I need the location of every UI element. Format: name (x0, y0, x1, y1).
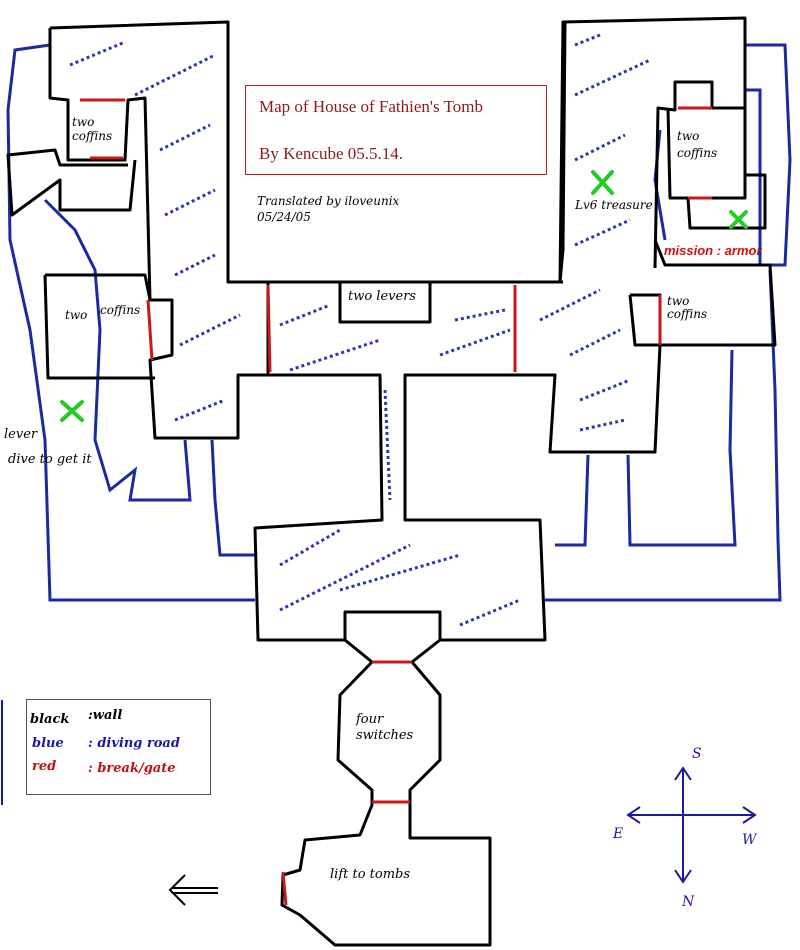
label-two-levers: two levers (348, 289, 417, 304)
label-two-coffins-mr: two (667, 294, 690, 308)
legend-key-blue: blue (32, 736, 64, 751)
label-two-coffins-tr: two (677, 129, 700, 143)
mission-armor-marker (729, 210, 748, 229)
label-lv6-treasure: Lv6 treasure (575, 198, 653, 212)
legend-desc-wall: :wall (88, 708, 123, 723)
label-mission-armor: mission : armor (664, 243, 762, 258)
treasure-markers (60, 170, 748, 422)
label-two-coffins-mr-b: coffins (667, 307, 708, 321)
map-author: By Kencube 05.5.14. (259, 144, 404, 163)
legend-key-black: black (30, 712, 70, 727)
translation-date: 05/24/05 (257, 210, 311, 224)
label-lift-to-tombs: lift to tombs (330, 867, 411, 882)
exit-arrow (168, 874, 218, 906)
legend (26, 699, 211, 795)
translator-credit: Translated by iloveunix (257, 194, 400, 208)
label-lever: lever (4, 427, 38, 442)
compass-east: E (613, 826, 624, 842)
label-four-switches: four (356, 712, 384, 727)
label-two-coffins-ml-b: coffins (100, 303, 141, 317)
legend-desc-break-gate: : break/gate (88, 761, 176, 776)
compass-icon (626, 766, 757, 884)
gates (80, 98, 712, 906)
label-four-switches-b: switches (356, 728, 414, 743)
diving-roads (6, 43, 792, 602)
walls (6, 16, 777, 947)
label-two-coffins-tl: two (72, 115, 95, 129)
label-two-coffins-ml: two (65, 308, 88, 322)
compass-north: N (682, 894, 695, 910)
label-two-coffins-tl-b: coffins (72, 129, 113, 143)
legend-key-red: red (32, 759, 57, 774)
compass-south: S (692, 746, 702, 762)
label-two-coffins-tr-b: coffins (677, 146, 718, 160)
lv6-treasure-marker (591, 170, 614, 195)
compass-west: W (742, 832, 757, 848)
label-dive-to-get-it: dive to get it (8, 452, 92, 467)
map-title: Map of House of Fathien's Tomb (259, 97, 483, 116)
lever-marker (60, 400, 84, 422)
legend-desc-diving-road: : diving road (88, 736, 180, 751)
water-hatching (69, 33, 651, 627)
title-box (245, 85, 547, 175)
